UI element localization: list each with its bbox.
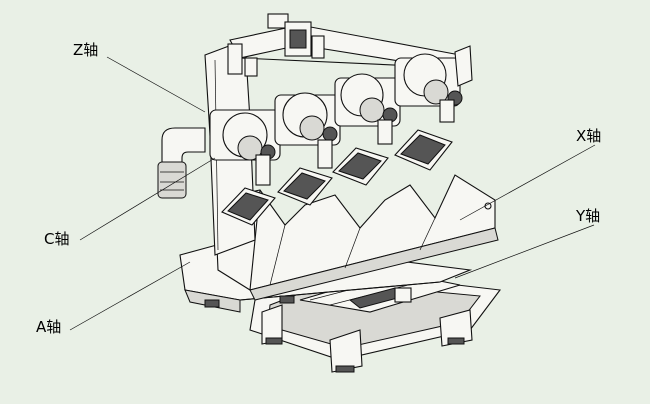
leader-y: [454, 224, 595, 279]
spindle-head-1: [209, 109, 281, 186]
leader-c: [79, 157, 216, 241]
worktables: [221, 129, 453, 226]
spindle-head-4: [394, 45, 473, 123]
worktable-3: [332, 147, 389, 186]
label-z-axis: Z轴: [73, 41, 98, 59]
x-axis-body: [214, 174, 499, 301]
c-axis-head: [157, 127, 206, 199]
leader-x: [459, 144, 596, 221]
worktable-1: [221, 187, 276, 226]
label-x-axis: X轴: [576, 127, 601, 145]
leader-z: [106, 56, 206, 113]
leader-lines: [69, 56, 596, 331]
worktable-2: [277, 167, 333, 206]
label-a-axis: A轴: [36, 318, 61, 336]
spindle-head-3: [334, 73, 401, 145]
label-c-axis: C轴: [44, 230, 69, 248]
label-y-axis: Y轴: [575, 207, 600, 225]
spindle-head-2: [274, 92, 341, 169]
spindle-heads: [209, 45, 473, 186]
leader-a: [69, 261, 191, 331]
worktable-4: [394, 129, 453, 171]
